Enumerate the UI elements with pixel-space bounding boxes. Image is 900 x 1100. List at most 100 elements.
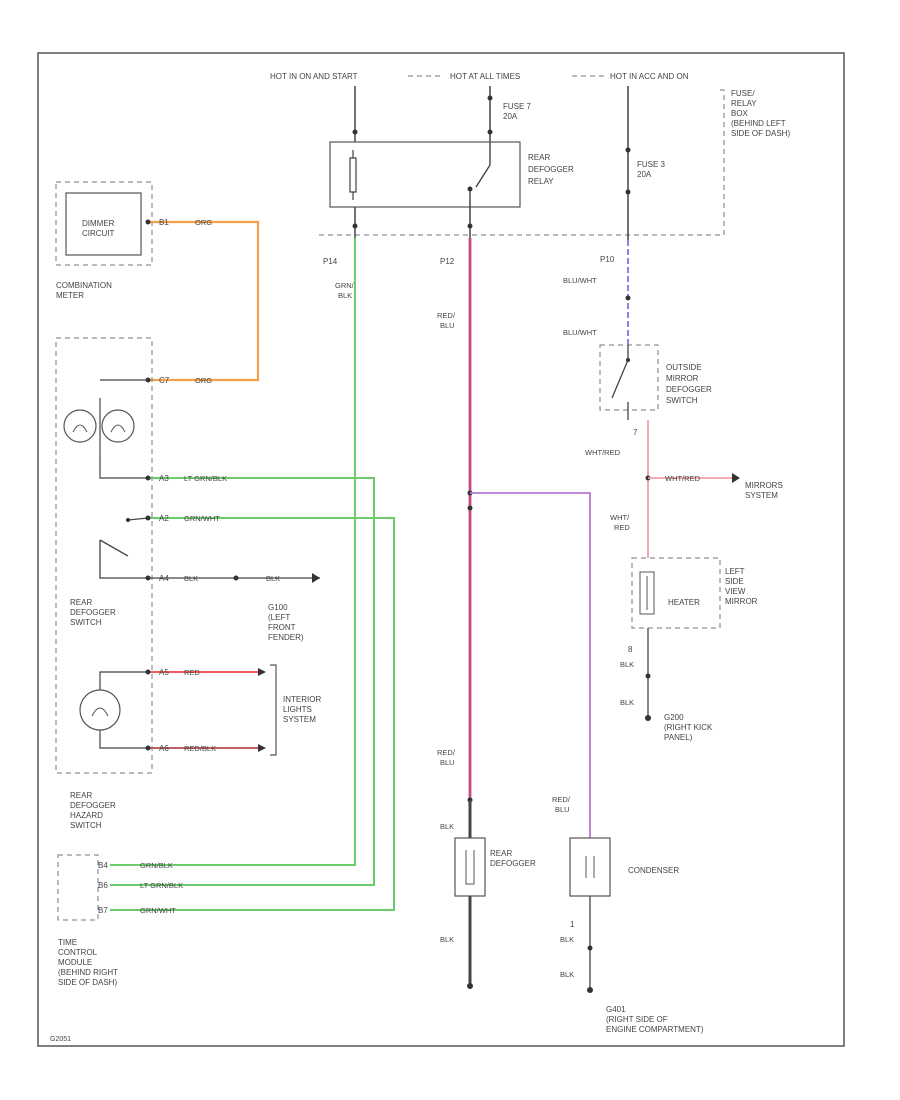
svg-text:FUSE/: FUSE/ [731,89,755,98]
rear-defogger-switch-label-3: SWITCH [70,618,102,627]
mirrors-system-label-2: SYSTEM [745,491,778,500]
left-mirror-blk-label-2: BLK [620,698,634,707]
org-wire-label-bottom: ORG [195,376,212,385]
hazard-lamp-wire-top [99,671,148,690]
outside-mirror-switch-node [626,358,630,362]
bus-hot-all-times: HOT AT ALL TIMES [450,72,520,81]
red-blk-wire-arrow [258,744,266,752]
grn-blk-label-1: GRN/ [335,281,355,290]
indicator-lamp-left [63,409,97,443]
fuse-relay-box-outline [315,89,725,236]
fuse7-top-node [487,95,493,101]
connector-p14: P14 [323,257,338,266]
fuse-relay-box-label: FUSE/ RELAY BOX (BEHIND LEFT SIDE OF DAS… [731,89,790,138]
interior-lights-bracket [270,664,277,756]
svg-text:BOX: BOX [731,109,749,118]
rear-defogger-switch-label-1: REAR [70,598,92,607]
fuse3-name: FUSE 3 [637,160,666,169]
condenser-ground-node [587,987,593,993]
rear-defogger-switch-outline [55,337,153,774]
svg-text:(BEHIND LEFT: (BEHIND LEFT [731,119,786,128]
red-blu-label-mid-2: BLU [440,758,455,767]
blk-ground-label-1: BLK [184,574,198,583]
blk-ground-label-2: BLK [266,574,280,583]
combination-meter-label-2: METER [56,291,84,300]
org-wire-pin-b1 [145,219,151,225]
org-wire-label-top: ORG [195,218,212,227]
relay-feed-node [352,129,358,135]
rear-defogger-box [454,837,486,897]
condenser-blk-label-2: BLK [560,970,574,979]
rear-defogger-switch-label-2: DEFOGGER [70,608,116,617]
rear-defogger-label-1: REAR [490,849,512,858]
condenser-blk-label-1: BLK [560,935,574,944]
lamp-ground-wire [99,456,148,479]
red-blk-pin-a6 [145,745,151,751]
hazard-indicator-lamp [79,689,121,731]
relay-out-node-left [352,223,358,229]
left-mirror-ground-splice [645,673,651,679]
lamp-filament-right [110,424,126,433]
connector-p12: P12 [440,257,455,266]
left-mirror-label-1: LEFT [725,567,745,576]
lt-grn-blk-wire [110,477,375,886]
mirrors-system-label-1: MIRRORS [745,481,783,490]
left-mirror-outline [631,557,721,629]
hazard-switch-label-3: HAZARD [70,811,103,820]
ground-g200-label-3: PANEL) [664,733,693,742]
rear-defogger-element [465,850,475,885]
red-blu-label-mid-1: RED/ [437,748,456,757]
grn-blk-wire [110,238,356,866]
blu-wht-label-1: BLU/WHT [563,276,597,285]
outside-mirror-switch-label-4: SWITCH [666,396,698,405]
red-blu-label-top-1: RED/ [437,311,456,320]
lt-grn-blk-label: LT GRN/BLK [184,474,227,483]
pin-b6: B6 [98,881,108,890]
red-wire-arrow [258,668,266,676]
indicator-lamp-right [101,409,135,443]
left-mirror-ground-node [645,715,651,721]
relay-coil [349,150,357,200]
relay-contact-node [467,186,473,192]
fuse7-rating: 20A [503,112,518,121]
ground-g200-label-2: (RIGHT KICK [664,723,713,732]
relay-label-3: RELAY [528,177,554,186]
tcm-label-1: TIME [58,938,77,947]
connector-p10: P10 [600,255,615,264]
left-mirror-label-4: MIRROR [725,597,758,606]
fuse7-bottom-node [487,129,493,135]
pin-b1: B1 [159,218,169,227]
svg-text:SIDE OF DASH): SIDE OF DASH) [731,129,790,138]
combination-meter-label-1: COMBINATION [56,281,112,290]
grn-blk-label-2: BLK [338,291,352,300]
ground-g401-label-3: ENGINE COMPARTMENT) [606,1025,704,1034]
pin-c7: C7 [159,376,170,385]
red-wire-pin-a5 [145,669,151,675]
rear-defogger-blk-label-top: BLK [440,822,454,831]
ground-g100-symbol [312,573,320,583]
org-wire [148,220,260,382]
relay-contact-switch [469,142,491,200]
ground-g200-label-1: G200 [664,713,684,722]
grn-wht-label: GRN/WHT [184,514,220,523]
hazard-switch-label-2: DEFOGGER [70,801,116,810]
fuse7-name: FUSE 7 [503,102,532,111]
pin-a3: A3 [159,474,169,483]
fuse3-top-node [625,147,631,153]
interior-lights-label-2: LIGHTS [283,705,312,714]
hazard-switch-label-1: REAR [70,791,92,800]
fuse3-rating: 20A [637,170,652,179]
condenser-plates [585,856,595,878]
dimmer-circuit-box [65,192,142,256]
outside-mirror-switch-contact [611,345,629,420]
interior-lights-label-1: INTERIOR [283,695,321,704]
bus-hot-acc-on: HOT IN ACC AND ON [610,72,689,81]
tcm-label-3: MODULE [58,958,92,967]
ground-g100-label-1: G100 [268,603,288,612]
red-blu-splice-2 [467,505,473,511]
lt-grn-blk-pin-a3 [145,475,151,481]
pin-a4: A4 [159,574,169,583]
condenser-ground-splice [587,945,593,951]
pin-1: 1 [570,920,575,929]
